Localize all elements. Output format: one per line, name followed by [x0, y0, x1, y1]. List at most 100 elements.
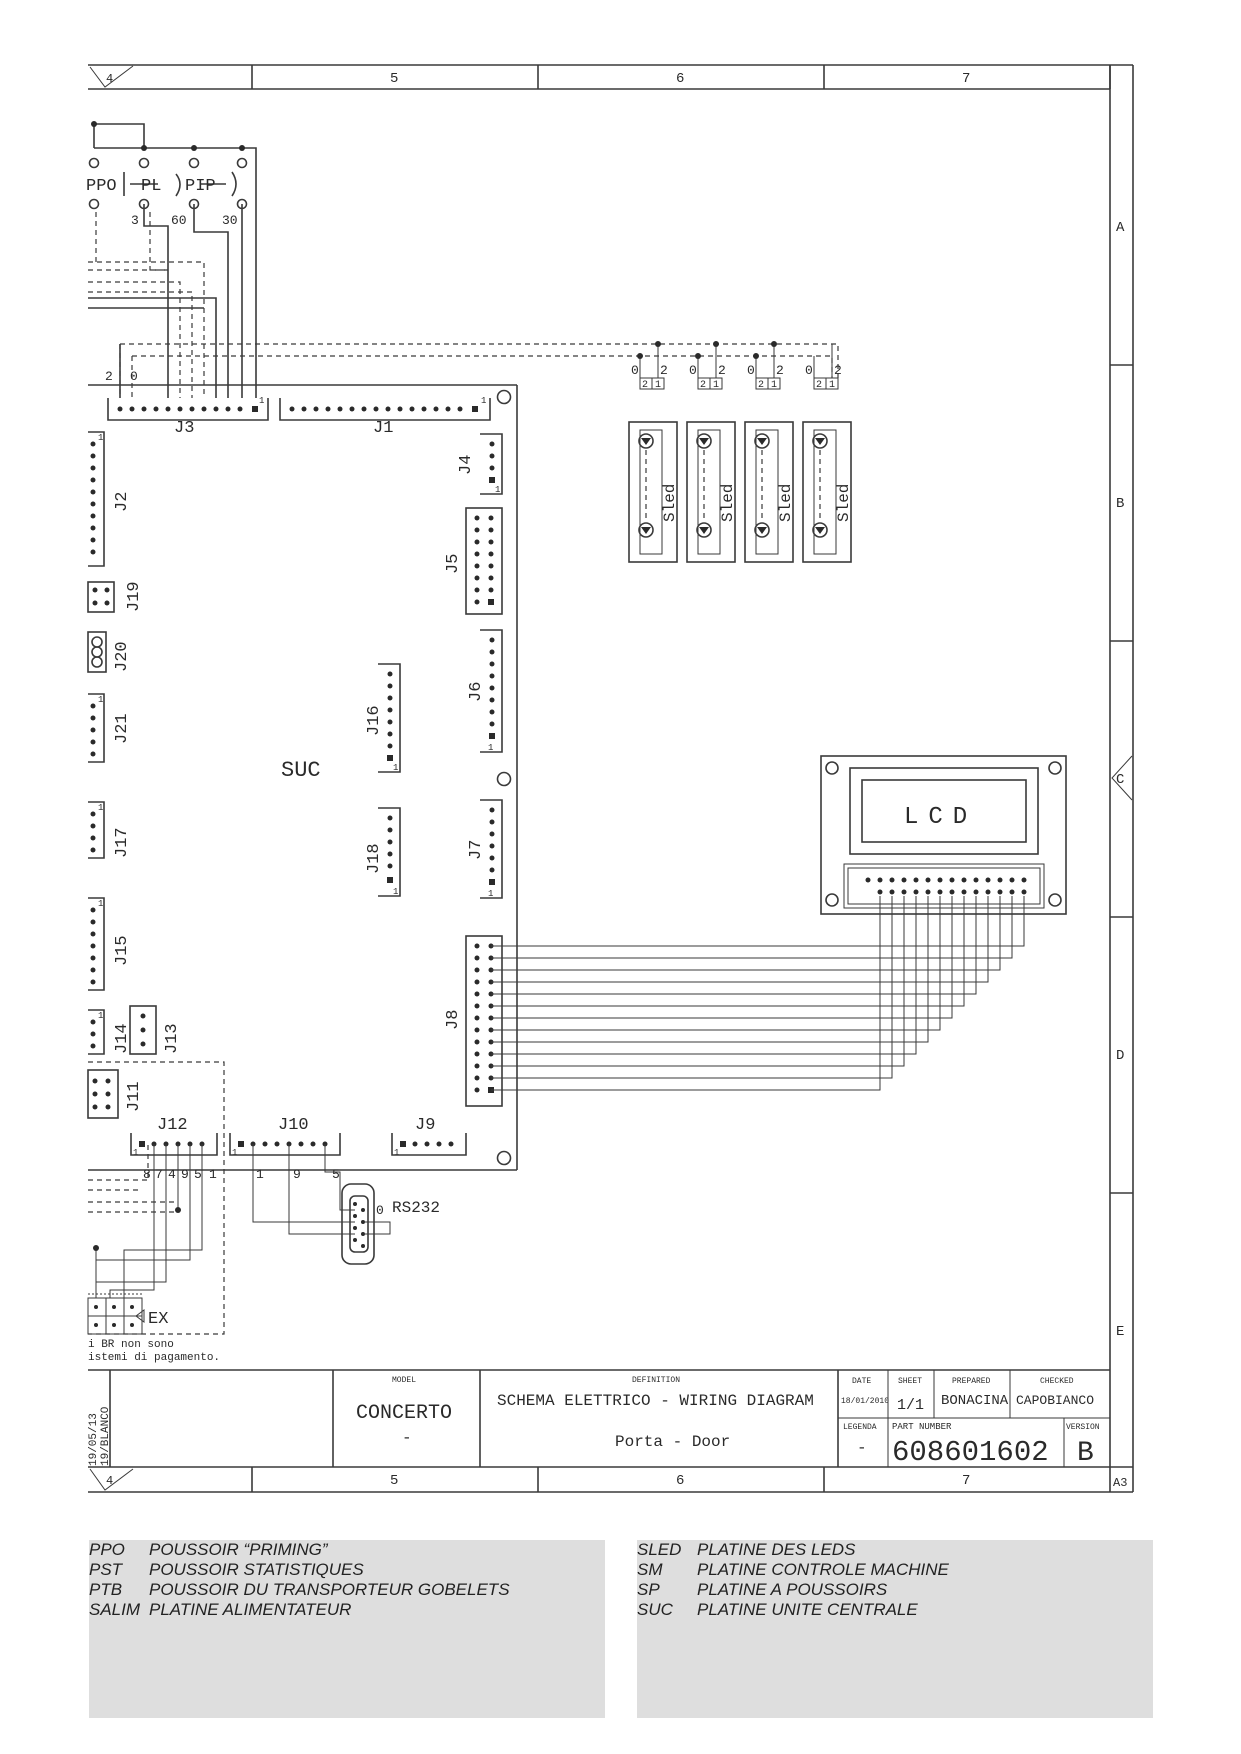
part-number-caption: PART NUMBER	[892, 1422, 952, 1432]
connector-label: J2	[113, 492, 132, 512]
rs232-label: RS232	[392, 1199, 440, 1217]
connector-label: J10	[278, 1116, 309, 1135]
connector-j10-pins	[238, 1141, 328, 1147]
wire-number: 2	[660, 363, 668, 378]
led-board	[628, 377, 678, 563]
version-caption: VERSION	[1066, 1423, 1100, 1432]
pin-one-mark: 1	[98, 1011, 103, 1021]
pin-one-mark: 1	[259, 396, 264, 406]
sheet-value: 1/1	[897, 1397, 924, 1414]
led-board	[744, 377, 794, 563]
suc-board	[88, 384, 518, 1171]
legend-text: POUSSOIR DU TRANSPORTEUR GOBELETS	[149, 1580, 510, 1599]
wire-number: 0	[805, 363, 813, 378]
connector-j5-pins	[474, 515, 494, 605]
connector-j3	[107, 398, 269, 421]
led-board	[802, 377, 852, 563]
legend-code: SALIM	[89, 1600, 141, 1619]
definition-caption: DEFINITION	[632, 1376, 680, 1385]
connector-label: J13	[163, 1023, 182, 1054]
sheet-caption: SHEET	[898, 1377, 922, 1386]
legend-code: SUC	[637, 1600, 673, 1619]
connector-j15-pins	[90, 907, 96, 985]
led-terminal: 2	[758, 380, 764, 391]
wire-number: 0	[376, 1203, 384, 1218]
column-label: 4	[106, 72, 113, 86]
connector-j18	[378, 807, 401, 897]
wire-number: 2	[776, 363, 784, 378]
pin-one-mark: 1	[98, 899, 103, 909]
legend-text: PLATINE UNITE CENTRALE	[697, 1600, 918, 1619]
pin-one-mark: 1	[133, 1148, 138, 1158]
connector-label: J11	[125, 1081, 144, 1112]
wire-number: 0	[130, 369, 138, 384]
sheet-size: A3	[1113, 1476, 1127, 1490]
connector-label: J3	[174, 419, 194, 438]
connector-j2-pins	[90, 441, 96, 555]
led-board-label: Sled	[835, 484, 853, 522]
led-terminal: 2	[700, 380, 706, 391]
switch-wiring	[88, 121, 839, 398]
legend-text: PLATINE CONTROLE MACHINE	[697, 1560, 949, 1579]
connector-label: J20	[113, 641, 132, 672]
wire-number: 0	[747, 363, 755, 378]
connector-j9-pins	[400, 1141, 454, 1147]
wire-number: 1	[256, 1167, 264, 1182]
pin-one-mark: 1	[394, 1148, 399, 1158]
wire-number: 9	[293, 1167, 301, 1182]
connector-j8-pins	[474, 943, 494, 1093]
column-label: 6	[676, 71, 684, 87]
connector-label: J21	[113, 713, 132, 744]
connector-j13	[129, 1005, 157, 1055]
version-value: B	[1077, 1438, 1094, 1469]
connector-j16-pins	[387, 671, 393, 761]
connector-label: J4	[457, 455, 476, 475]
connector-j4-pins	[489, 441, 495, 483]
column-label: 7	[962, 71, 970, 87]
connector-j18-pins	[387, 815, 393, 883]
column-label: 6	[676, 1473, 684, 1489]
connector-j6-pins	[489, 637, 495, 739]
note-line: istemi di pagamento.	[88, 1352, 220, 1364]
connector-j21	[88, 693, 105, 763]
legend-text: PLATINE ALIMENTATEUR	[149, 1600, 352, 1619]
board-label: SUC	[281, 758, 321, 783]
row-label: C	[1116, 772, 1124, 788]
lcd-label: LCD	[904, 804, 977, 831]
connector-label: J16	[365, 705, 384, 736]
model-sub: -	[402, 1429, 412, 1447]
connector-label: J7	[467, 840, 486, 860]
connector-j14-pins	[90, 1019, 96, 1049]
connector-j11	[87, 1069, 119, 1119]
connector-j11-pins	[92, 1078, 111, 1110]
row-label: A	[1116, 220, 1125, 236]
legend-text: PLATINE DES LEDS	[697, 1540, 856, 1559]
column-label: 5	[390, 1473, 398, 1489]
wire-number: 0	[631, 363, 639, 378]
connector-j21-pins	[90, 703, 96, 757]
led-board-label: Sled	[777, 484, 795, 522]
connector-j7-pins	[489, 807, 495, 885]
pin-one-mark: 1	[488, 889, 493, 899]
led-terminal: 2	[816, 380, 822, 391]
connector-label: J15	[113, 935, 132, 966]
connector-j1-pins	[289, 406, 478, 412]
connector-j14	[88, 1009, 105, 1055]
connector-j10	[229, 1133, 341, 1156]
ex-label: EX	[148, 1310, 168, 1329]
wire-number: 2	[105, 369, 113, 384]
connector-j19	[87, 581, 115, 613]
model-caption: MODEL	[392, 1376, 416, 1385]
connector-j16	[378, 663, 401, 773]
wire-number: 4	[168, 1167, 176, 1182]
definition-sub: Porta - Door	[615, 1433, 730, 1451]
checked-value: CAPOBIANCO	[1016, 1393, 1094, 1408]
legenda-value: -	[857, 1439, 867, 1457]
connector-j9	[391, 1133, 467, 1156]
date-value: 18/01/2010	[841, 1397, 889, 1406]
connector-j3-pins	[117, 406, 258, 412]
connector-j1	[279, 398, 491, 421]
